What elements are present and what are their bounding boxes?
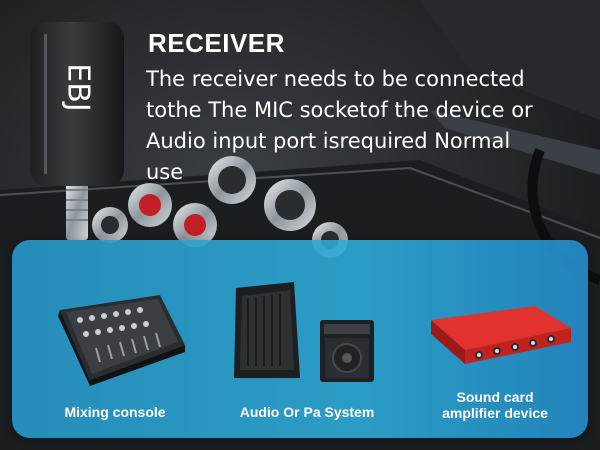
description: The receiver needs to be connected tothe… xyxy=(146,64,586,188)
description-line: The receiver needs to be connected xyxy=(146,67,525,91)
device-label-pa-system: Audio Or Pa System xyxy=(239,404,375,420)
sound-card-icon xyxy=(431,306,571,364)
device-label-line: Sound card xyxy=(456,389,534,405)
mixing-console-icon xyxy=(58,295,185,386)
description-line: Audio input port isrequired Normal xyxy=(146,129,511,153)
knob-group xyxy=(92,156,348,258)
receiver-dongle xyxy=(30,22,124,240)
description-line: tothe The MIC socketof the device or xyxy=(146,98,533,122)
speaker-system-icon xyxy=(234,282,374,382)
description-line: use xyxy=(146,160,184,184)
device-label-sound-card: Sound card amplifier device xyxy=(420,389,570,421)
page-title: RECEIVER xyxy=(148,28,285,58)
receiver-brand: EBJ xyxy=(60,63,96,112)
device-label-mixing-console: Mixing console xyxy=(64,404,166,420)
device-label-line: amplifier device xyxy=(442,405,548,421)
